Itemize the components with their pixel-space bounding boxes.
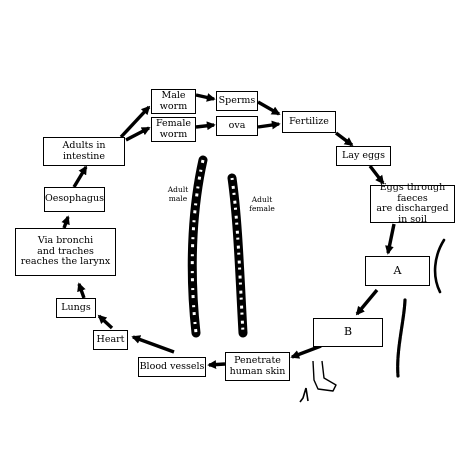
lay-eggs-box: Lay eggs	[336, 146, 391, 166]
stage-a-box: A	[365, 256, 430, 286]
arrow-female-to-ova	[195, 121, 216, 131]
arrow-fertilize-to-layeggs	[334, 131, 354, 147]
adult-male-label: Adult male	[167, 185, 189, 203]
arrow-male-to-sperms	[195, 93, 216, 102]
fertilize-box: Fertilize	[282, 111, 336, 133]
foot-icon	[299, 360, 337, 403]
arrow-penetrate-to-blood	[207, 360, 226, 369]
arrow-sperms-to-fertilize	[257, 100, 281, 116]
arrow-layeggs-to-eggs	[368, 164, 385, 185]
arrow-blood-to-heart	[131, 335, 175, 354]
eggs-faeces-box: Eggs through faeces are discharged in so…	[370, 182, 455, 224]
bronchi-box: Via bronchi and traches reaches the lary…	[15, 228, 116, 276]
arrow-adults-to-male	[119, 105, 151, 139]
larva-a-illustration	[433, 238, 446, 294]
ova-box: ova	[216, 116, 258, 136]
penetrate-skin-box: Penetrate human skin	[225, 352, 290, 381]
arrow-oesophagus-to-adults	[72, 165, 88, 188]
adults-intestine-box: Adults in intestine	[43, 137, 125, 166]
larva-b-illustration	[396, 298, 407, 378]
lungs-box: Lungs	[56, 298, 96, 318]
arrow-a-to-b	[355, 288, 379, 316]
arrow-eggs-to-a	[385, 223, 396, 255]
blood-vessels-box: Blood vessels	[138, 357, 206, 377]
arrow-heart-to-lungs	[97, 314, 114, 330]
adult-female-worm-illustration	[227, 173, 248, 338]
female-worm-box: Female worm	[151, 117, 196, 142]
adult-male-worm-illustration	[187, 155, 208, 338]
arrow-adults-to-female	[125, 126, 151, 142]
oesophagus-box: Oesophagus	[44, 187, 105, 212]
arrow-lungs-to-bronchi	[77, 282, 86, 299]
arrow-ova-to-fertilize	[257, 120, 281, 130]
male-worm-box: Male worm	[151, 89, 196, 114]
sperms-box: Sperms	[216, 91, 258, 111]
adult-female-label: Adult female	[249, 195, 275, 213]
stage-b-box: B	[313, 318, 383, 347]
arrow-bronchi-to-oesophagus	[61, 215, 70, 229]
heart-box: Heart	[93, 330, 128, 350]
arrow-b-to-penetrate	[290, 344, 322, 359]
